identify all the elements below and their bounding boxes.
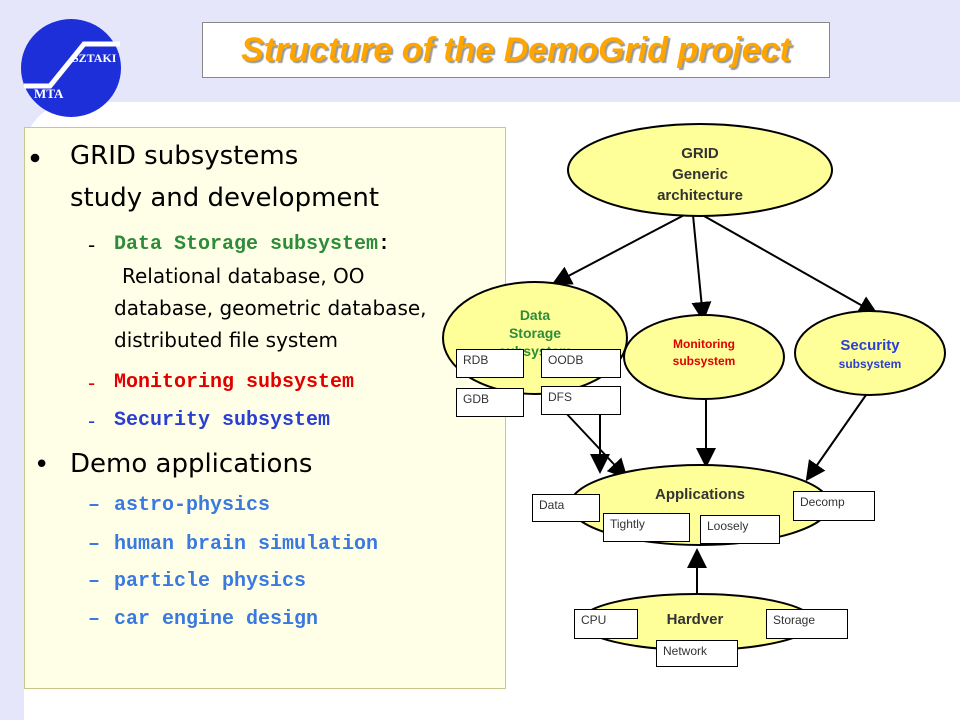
page-title: Structure of the DemoGrid project (241, 30, 791, 69)
arrow-grid-to-datastorage (551, 211, 691, 285)
box-loosely: Loosely (700, 515, 780, 544)
box-network: Network (656, 640, 738, 667)
grid-label-line: architecture (657, 187, 743, 204)
data-storage-colon: : (378, 233, 391, 256)
box-tightly: Tightly (603, 513, 690, 542)
security-label-line: subsystem (838, 357, 902, 371)
data-storage-desc-1: Relational database, OO (122, 264, 365, 288)
dash-marker: – (88, 533, 101, 556)
arrow-security-to-applications (805, 394, 867, 482)
bullet-grid-subsystems-cont: study and development (70, 183, 380, 213)
logo-left-text: MTA (34, 86, 64, 101)
data-storage-item: Data Storage subsystem: (114, 233, 390, 256)
grid-ellipse-label: GRID Generic architecture (610, 143, 790, 206)
applications-ellipse-label: Applications (654, 486, 745, 503)
grid-label-line: Generic (672, 166, 728, 183)
dash-marker: - (88, 233, 96, 257)
box-cpu: CPU (574, 609, 638, 639)
dash-marker: - (88, 409, 96, 433)
arrow-grid-to-security (696, 211, 879, 315)
monitoring-ellipse (623, 314, 785, 400)
box-oodb: OODB (541, 349, 621, 378)
app-item: human brain simulation (114, 533, 379, 556)
hardver-ellipse-label: Hardver (666, 611, 724, 628)
security-ellipse (794, 310, 946, 396)
data-storage-label: Data Storage subsystem (114, 233, 379, 256)
app-item: astro-physics (114, 494, 271, 517)
bullet-grid-subsystems: GRID subsystems (70, 141, 299, 171)
security-ellipse-label: Security subsystem (800, 336, 940, 372)
box-rdb: RDB (456, 349, 524, 378)
box-dfs: DFS (541, 386, 621, 415)
logo-right-text: SZTAKI (72, 51, 117, 65)
bullet-marker: • (34, 450, 50, 480)
grid-ellipse (567, 123, 833, 217)
dash-marker: - (88, 371, 96, 395)
dash-marker: – (88, 570, 101, 593)
box-data: Data (532, 494, 600, 522)
data-storage-desc-3: distributed file system (114, 328, 338, 352)
ds-label-line: Data (519, 307, 551, 323)
box-decomp: Decomp (793, 491, 875, 521)
mta-sztaki-logo: MTA SZTAKI (21, 19, 121, 117)
security-label-line: Security (840, 337, 900, 354)
title-box: Structure of the DemoGrid project (202, 22, 830, 78)
security-item: Security subsystem (114, 409, 331, 432)
box-gdb: GDB (456, 388, 524, 417)
ds-label-line: Storage (508, 325, 562, 341)
dash-marker: – (88, 494, 101, 517)
bullet-marker: ⦁ (30, 144, 40, 168)
arrow-gdb-to-applications (564, 411, 628, 479)
data-storage-desc-2: database, geometric database, (114, 296, 427, 320)
left-background-band (0, 0, 24, 720)
monitoring-item: Monitoring subsystem (114, 371, 355, 394)
app-item: particle physics (114, 570, 307, 593)
grid-label-line: GRID (681, 145, 719, 162)
bullet-demo-applications: Demo applications (70, 449, 313, 479)
monitoring-label-line: subsystem (672, 354, 736, 368)
box-storage: Storage (766, 609, 848, 639)
app-item: car engine design (114, 608, 319, 631)
arrow-grid-to-monitoring (691, 214, 712, 322)
content-panel (24, 127, 506, 689)
dash-marker: – (88, 608, 101, 631)
monitoring-label-line: Monitoring (673, 337, 735, 351)
monitoring-ellipse-label: Monitoring subsystem (634, 336, 774, 370)
